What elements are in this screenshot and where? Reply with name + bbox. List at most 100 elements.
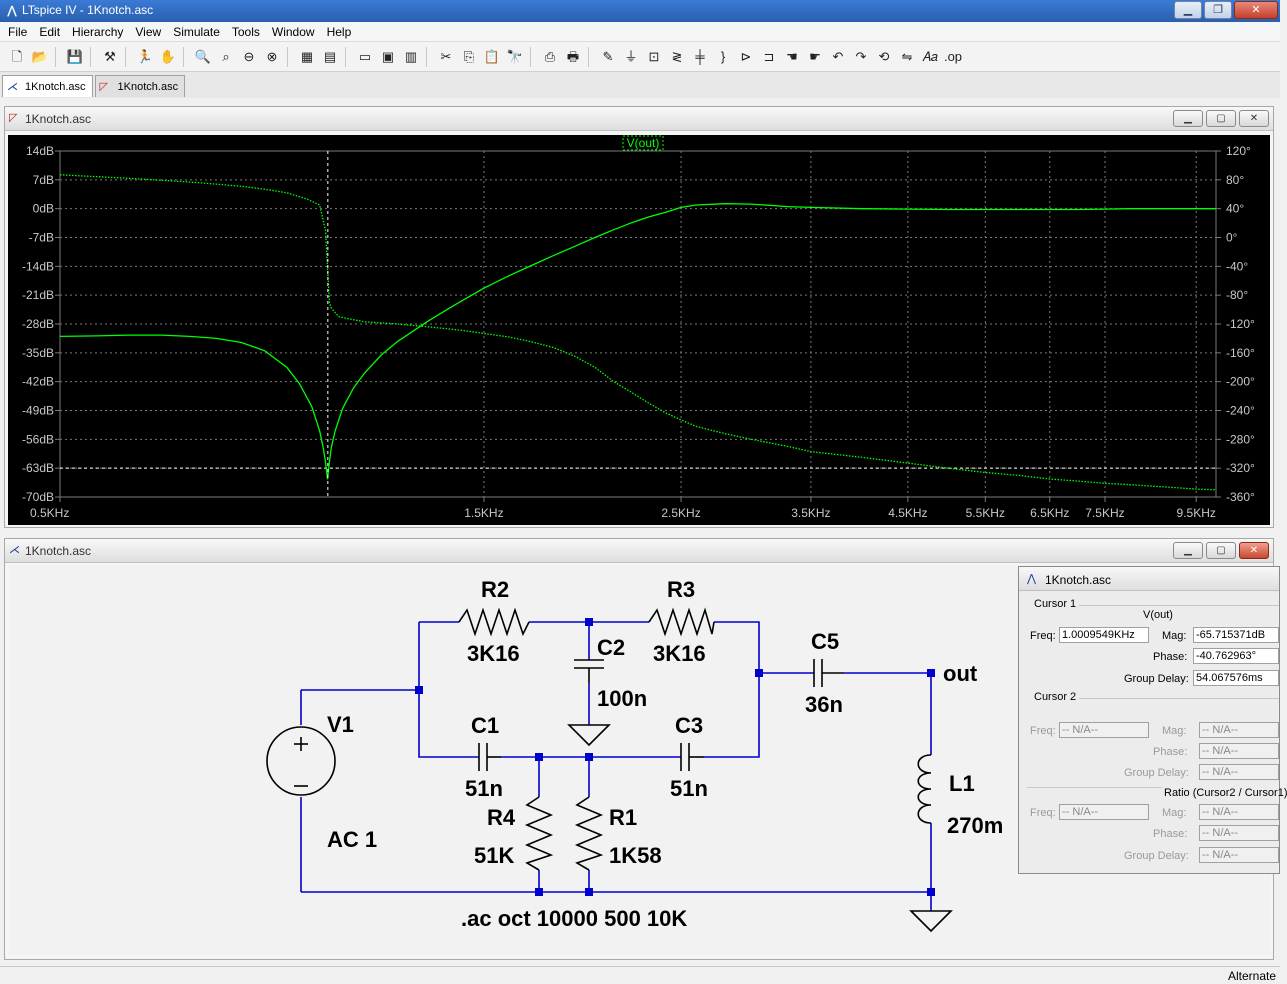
zoom-in-icon[interactable]: 🔍 [194,48,212,64]
trace-label[interactable]: V(out) [627,136,660,150]
drag-icon[interactable]: ☛ [809,48,821,64]
window-title: LTspice IV - 1Knotch.asc [22,3,154,17]
menu-help[interactable]: Help [326,25,352,39]
zoom-out-icon[interactable]: ⊖ [243,48,255,64]
toolbar-separator [426,46,434,67]
menu-window[interactable]: Window [271,25,315,39]
open-icon[interactable]: 📂 [31,48,49,64]
x-tick-label: 4.5KHz [888,506,927,520]
ratio-freq-field: -- N/A-- [1059,804,1149,820]
mag-label: Mag: [1162,725,1187,737]
spice-directive-icon[interactable]: .op [943,48,963,64]
mirror-icon[interactable]: ⇋ [901,48,913,64]
paste-icon[interactable]: 📋 [483,48,501,64]
component-icon[interactable]: ⊐ [763,48,775,64]
phase-label: Phase: [1153,651,1188,663]
label-net-icon[interactable]: ⊡ [648,48,660,64]
group-delay-label: Group Delay: [1124,767,1189,779]
tile-horizontal-icon[interactable]: ▭ [358,48,372,64]
mag-label: Mag: [1162,807,1187,819]
wire [704,673,760,758]
autorange-icon[interactable]: ▦ [300,48,314,64]
text-icon[interactable]: 𝐴𝑎 [922,48,938,64]
zoom-fit-icon[interactable]: ⊗ [266,48,278,64]
capacitor-c3 [680,743,704,771]
tile-vertical-icon[interactable]: ▥ [404,48,418,64]
l1-value: 270m [947,813,1003,838]
minimize-button[interactable]: ▁ [1174,1,1202,19]
rotate-icon[interactable]: ⟲ [878,48,890,64]
menu-edit[interactable]: Edit [39,25,61,39]
magnitude-trace [59,203,1216,480]
c2-ref: C2 [597,635,625,660]
diode-icon[interactable]: ⊳ [740,48,752,64]
new-schematic-icon[interactable]: 🗋 [11,48,23,64]
draw-wire-icon[interactable]: ✎ [602,48,614,64]
minimize-button[interactable]: ▁ [1173,110,1203,127]
y-tick-label-left: -56dB [22,432,54,446]
menu-tools[interactable]: Tools [231,25,260,39]
toolbar-separator [183,46,191,67]
halt-icon[interactable]: ✋ [159,48,177,64]
cursor1-group-delay-field[interactable]: 54.067576ms [1193,670,1279,686]
save-icon[interactable]: 💾 [66,48,84,64]
node [585,888,593,896]
cursor1-mag-field[interactable]: -65.715371dB [1193,627,1279,643]
print-setup-icon[interactable]: ⎙ [544,48,556,64]
ratio-phase-field: -- N/A-- [1199,825,1279,841]
cut-icon[interactable]: ✂ [440,48,452,64]
inductor-l1 [917,754,932,824]
ground-icon[interactable]: ⏚ [624,48,638,64]
y-tick-label-right: 120° [1226,144,1251,158]
toolbar-separator [125,46,133,67]
ratio-group-label: Ratio (Cursor2 / Cursor1) [1164,787,1287,799]
y-tick-label-left: -28dB [22,317,54,331]
menu-hierarchy[interactable]: Hierarchy [72,25,124,39]
resistor-r1 [574,796,604,871]
status-text: Alternate [1227,969,1276,983]
minimize-button[interactable]: ▁ [1173,542,1203,559]
print-icon[interactable]: 🖶 [566,48,580,64]
y-tick-label-left: 14dB [26,144,54,158]
y-tick-label-right: 40° [1226,202,1244,216]
maximize-button[interactable]: ▢ [1206,542,1236,559]
capacitor-c2 [574,659,604,683]
redo-icon[interactable]: ↷ [855,48,867,64]
tab-schematic[interactable]: ⋌ 1Knotch.asc [2,75,93,97]
v1-value: AC 1 [327,827,377,852]
menu-view[interactable]: View [135,25,162,39]
maximize-button[interactable]: ▢ [1206,110,1236,127]
restore-button[interactable]: ❐ [1204,1,1232,19]
resistor-r2 [458,607,530,637]
capacitor-icon[interactable]: ╪ [695,48,705,64]
control-panel-icon[interactable]: ⚒ [104,48,116,64]
close-button[interactable]: ✕ [1239,542,1269,559]
node [535,753,543,761]
tab-waveform[interactable]: ◸ 1Knotch.asc [94,75,186,97]
node [927,888,935,896]
pan-icon[interactable]: ⌕ [222,48,230,64]
cursor1-freq-field[interactable]: 1.0009549KHz [1059,627,1149,643]
inductor-icon[interactable]: } [720,48,726,64]
close-button[interactable]: ✕ [1239,110,1269,127]
move-icon[interactable]: ☚ [786,48,798,64]
close-button[interactable]: ✕ [1234,1,1278,19]
menu-file[interactable]: File [8,25,28,39]
copy-icon[interactable]: ⎘ [463,48,475,64]
status-bar: Alternate [0,966,1280,984]
cursor-panel-title: 1Knotch.asc [1045,573,1112,587]
trace-name: V(out) [1143,609,1173,621]
cascade-icon[interactable]: ▣ [381,48,395,64]
grid-icon[interactable]: ▤ [323,48,337,64]
spice-directive[interactable]: .ac oct 10000 500 10K [461,906,687,931]
menu-simulate[interactable]: Simulate [173,25,220,39]
undo-icon[interactable]: ↶ [832,48,844,64]
waveform-icon: ◸ [9,112,18,124]
run-icon[interactable]: 🏃 [136,48,154,64]
cursor1-phase-field[interactable]: -40.762963° [1193,648,1279,664]
ltspice-logo-icon: ⋀ [7,5,17,17]
resistor-icon[interactable]: ≷ [671,48,683,64]
net-label-out: out [943,661,978,686]
find-icon[interactable]: 🔭 [506,48,524,64]
